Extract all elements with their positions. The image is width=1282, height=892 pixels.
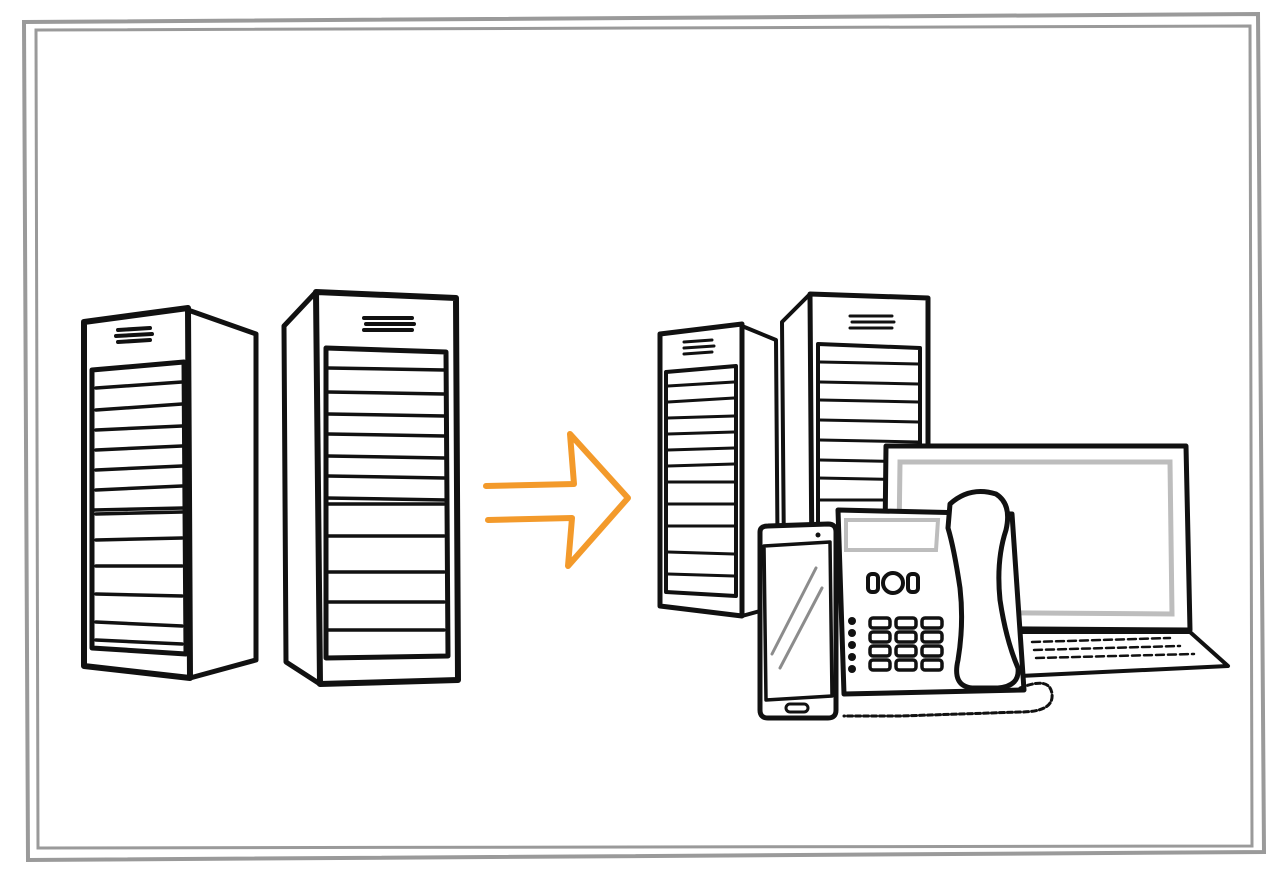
migration-arrow-icon — [483, 431, 631, 569]
left-server-tower-1 — [81, 305, 259, 681]
left-server-tower-2 — [281, 289, 461, 687]
right-server-tower-small — [657, 321, 780, 619]
sketch-frame — [21, 11, 1267, 863]
smartphone-icon — [757, 521, 839, 721]
desk-phone-icon — [835, 489, 1054, 718]
